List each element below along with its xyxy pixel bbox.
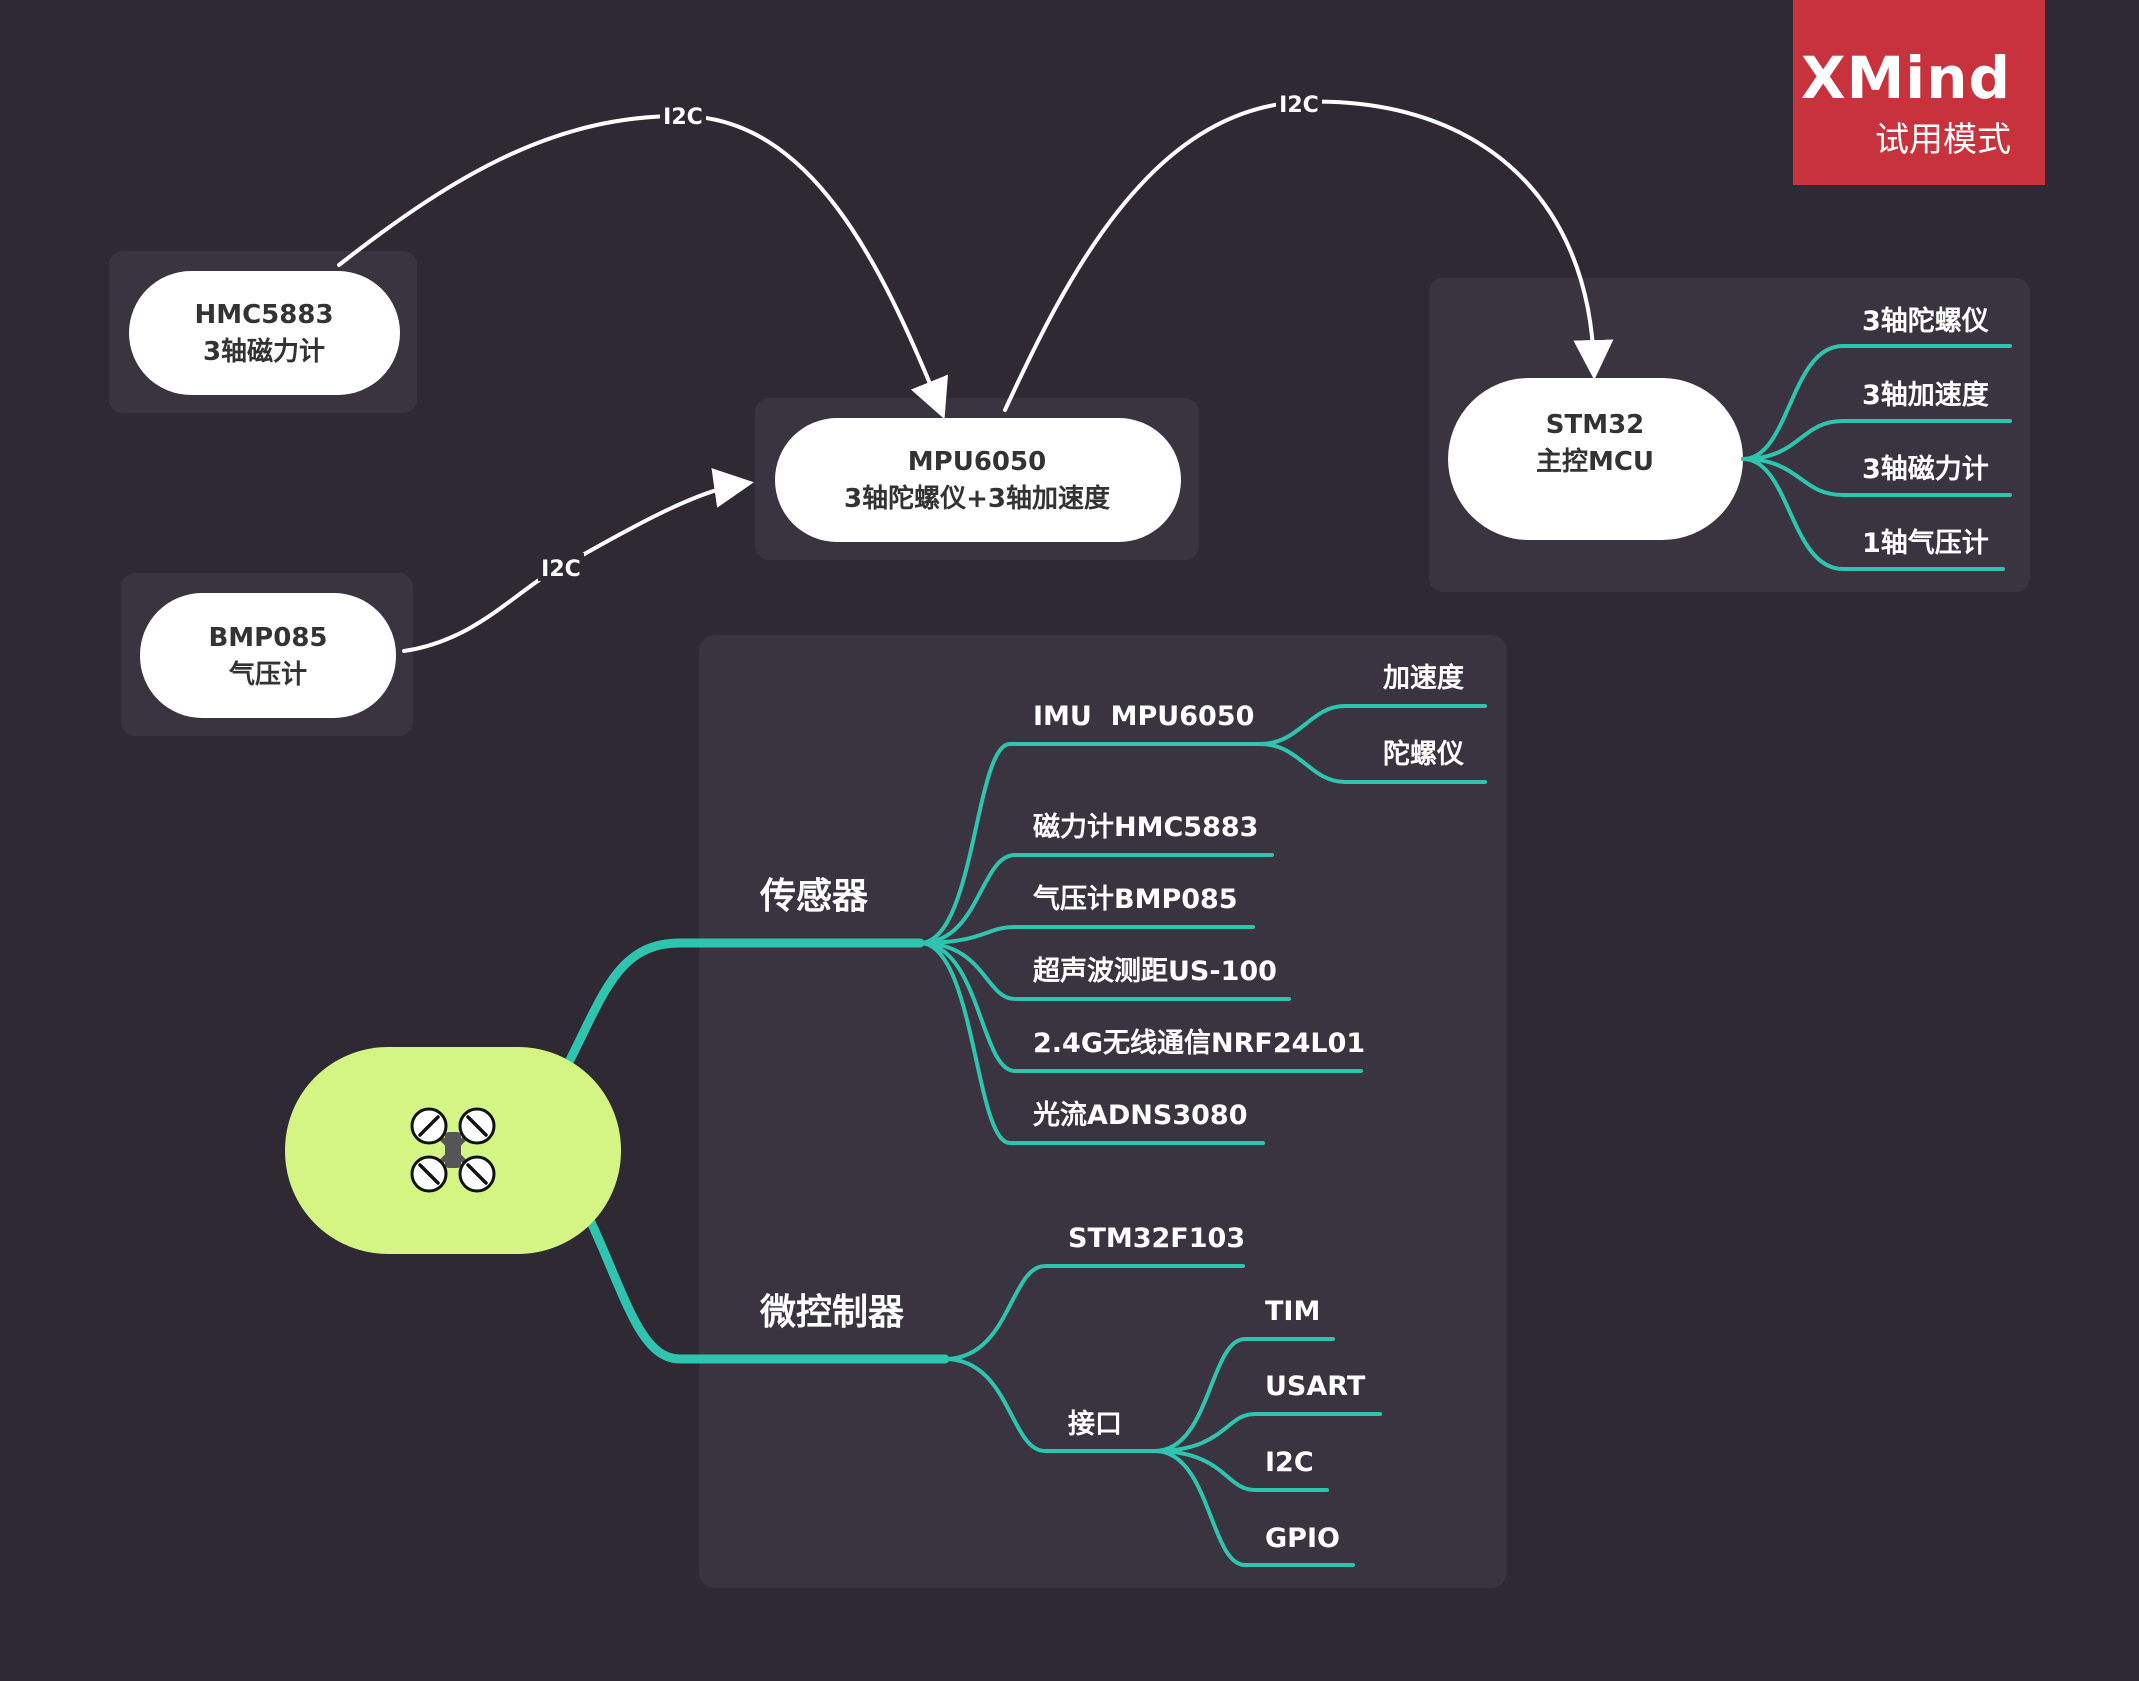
trial-watermark[interactable]: XMind 试用模式	[1793, 0, 2045, 185]
branch-sensors[interactable]: 传感器	[759, 876, 869, 917]
watermark-brand: XMind	[1800, 44, 2011, 112]
node-mpu6050-name: MPU6050	[908, 447, 1046, 477]
node-hmc5883-desc: 3轴磁力计	[203, 336, 325, 367]
sensor-ultrasonic[interactable]: 超声波测距US-100	[1033, 956, 1277, 987]
stm-child-gyro[interactable]: 3轴陀螺仪	[1862, 306, 1989, 337]
interface-i2c[interactable]: I2C	[1265, 1447, 1314, 1478]
relationship-label-hmc-mpu: I2C	[663, 105, 703, 130]
stm-child-mag[interactable]: 3轴磁力计	[1862, 454, 1989, 485]
node-mpu6050[interactable]: MPU6050 3轴陀螺仪+3轴加速度	[775, 418, 1181, 542]
relationship-hmc-mpu[interactable]	[337, 113, 949, 420]
stm-child-baro[interactable]: 1轴气压计	[1862, 528, 1989, 559]
main-boundary	[699, 635, 1507, 1588]
node-mpu6050-desc: 3轴陀螺仪+3轴加速度	[844, 483, 1110, 514]
relationship-label-mpu-stm: I2C	[1279, 93, 1319, 118]
branch-mcu[interactable]: 微控制器	[759, 1292, 905, 1333]
imu-child-accel[interactable]: 加速度	[1383, 662, 1464, 694]
sensor-wireless[interactable]: 2.4G无线通信NRF24L01	[1033, 1028, 1365, 1059]
sensor-magnetometer[interactable]: 磁力计HMC5883	[1033, 812, 1258, 843]
imu-child-gyro[interactable]: 陀螺仪	[1383, 739, 1464, 770]
stm-child-accel[interactable]: 3轴加速度	[1862, 379, 1989, 411]
interface-gpio[interactable]: GPIO	[1265, 1523, 1340, 1554]
quadcopter-icon	[410, 1107, 496, 1193]
node-bmp085-desc: 气压计	[228, 659, 307, 690]
branch-line-sensors	[565, 938, 925, 1065]
sensor-imu[interactable]: IMU MPU6050	[1033, 701, 1254, 732]
node-stm32[interactable]: STM32 主控MCU	[1448, 378, 1743, 540]
interface-usart[interactable]: USART	[1265, 1371, 1366, 1402]
relationship-label-bmp-mpu: I2C	[541, 557, 581, 582]
sensor-optical-flow[interactable]: 光流ADNS3080	[1032, 1100, 1248, 1131]
node-hmc5883-name: HMC5883	[194, 300, 333, 330]
root-node[interactable]	[285, 1047, 621, 1254]
branch-line-mcu	[585, 1215, 950, 1364]
node-stm32-desc: 主控MCU	[1536, 447, 1654, 477]
interface-tim[interactable]: TIM	[1265, 1296, 1320, 1327]
node-hmc5883[interactable]: HMC5883 3轴磁力计	[129, 271, 400, 395]
mcu-stm32f103[interactable]: STM32F103	[1068, 1223, 1245, 1254]
node-bmp085[interactable]: BMP085 气压计	[140, 593, 396, 718]
sensor-barometer[interactable]: 气压计BMP085	[1032, 884, 1238, 915]
node-bmp085-name: BMP085	[208, 623, 327, 653]
watermark-mode: 试用模式	[1875, 120, 2011, 160]
mcu-interface[interactable]: 接口	[1068, 1409, 1122, 1440]
node-stm32-name: STM32	[1546, 410, 1645, 440]
